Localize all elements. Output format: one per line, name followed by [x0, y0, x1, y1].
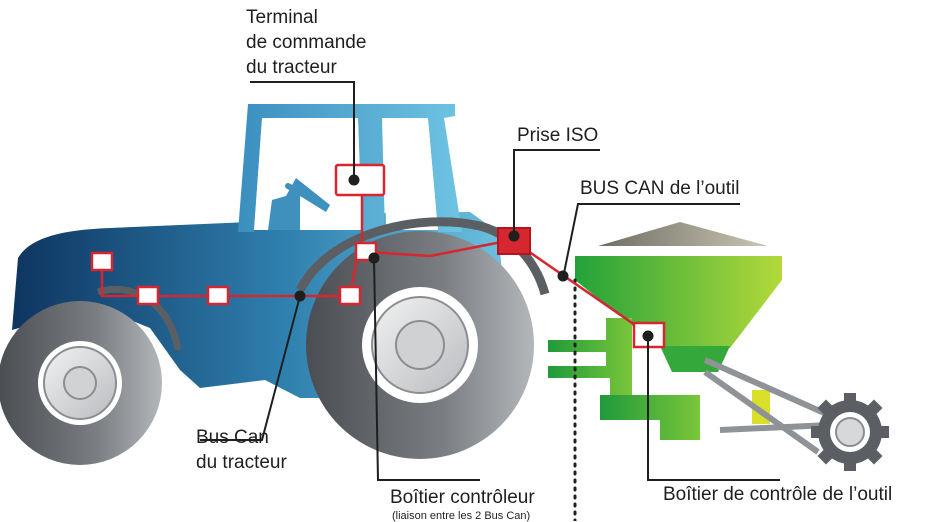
label-bus-can-tracteur-line1: Bus Can — [196, 427, 269, 448]
steering-wheel — [285, 183, 321, 205]
leader-lines — [200, 81, 780, 481]
connection-dots — [294, 174, 654, 342]
seat-silhouette — [268, 178, 330, 230]
node-3 — [338, 285, 362, 306]
leader-prise-iso — [513, 149, 600, 236]
label-prise-iso: Prise ISO — [517, 125, 599, 146]
rear-wheel — [306, 231, 534, 459]
lower-frame — [600, 395, 700, 440]
label-bus-can-tracteur-line2: du tracteur — [196, 452, 287, 473]
rear-fender — [296, 217, 550, 296]
bus-nodes — [90, 163, 666, 349]
dot-terminal — [348, 174, 360, 186]
leader-terminal — [250, 81, 355, 180]
label-terminal-line1: Terminal — [246, 7, 318, 28]
three-point-hitch — [548, 318, 632, 418]
label-boitier-controleur-note: (liaison entre les 2 Bus Can) — [392, 510, 531, 522]
dot-bus-can-outil — [557, 270, 569, 282]
dot-boitier-outil — [642, 330, 654, 342]
tractor-bus-line — [100, 262, 350, 298]
label-terminal-line2: de commande — [246, 32, 367, 53]
label-terminal-line3: du tracteur — [246, 57, 337, 78]
cab-glass-rear — [384, 120, 438, 230]
seed-heap — [598, 222, 768, 246]
dot-prise-iso — [508, 230, 520, 242]
leader-boitier-controleur — [373, 257, 480, 481]
implement-spreader — [548, 222, 889, 471]
node-front — [90, 251, 114, 272]
gear-wheel — [811, 393, 889, 471]
front-wheel — [0, 301, 162, 465]
leader-boitier-outil — [647, 336, 780, 481]
node-2 — [206, 285, 230, 306]
iso-bus-line — [367, 238, 649, 336]
leader-bus-can-tracteur — [200, 295, 301, 441]
dot-bus-can-tracteur — [294, 290, 306, 302]
label-boitier-outil: Boîtier de contrôle de l’outil — [663, 484, 893, 505]
label-bus-can-outil: BUS CAN de l’outil — [580, 178, 740, 199]
support-arm — [703, 357, 842, 455]
node-1 — [136, 285, 160, 306]
hopper — [575, 256, 782, 348]
label-boitier-controleur: Boîtier contrôleur — [390, 487, 535, 508]
terminal-box — [334, 163, 386, 197]
leader-bus-can-outil — [562, 203, 740, 279]
dot-boitier-controleur — [368, 252, 380, 264]
